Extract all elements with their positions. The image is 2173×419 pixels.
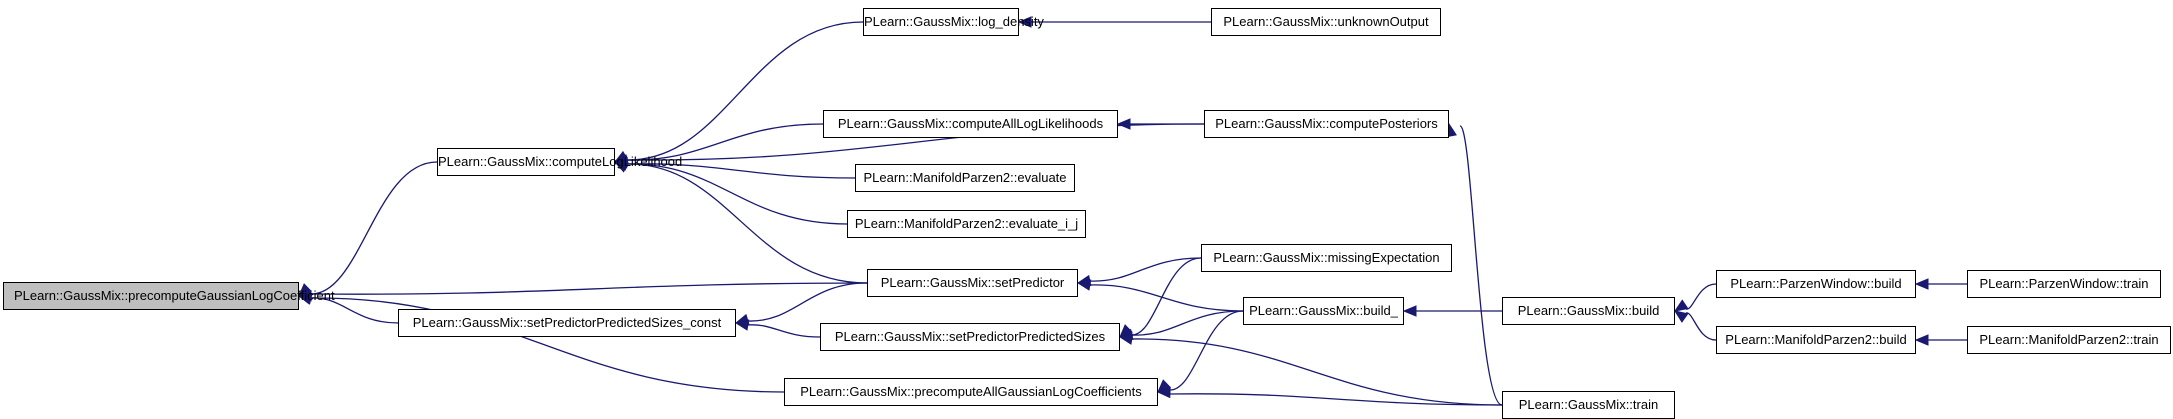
node-manifoldparzen2-evaluate[interactable]: PLearn::ManifoldParzen2::evaluate (855, 164, 1075, 192)
edge-mp2_evaluate_i_j-to-computeLogLikelihood (625, 163, 848, 225)
edge-build_-to-setPredictorPredictedSizes (1130, 310, 1244, 336)
node-missingExpectation[interactable]: PLearn::GaussMix::missingExpectation (1201, 244, 1452, 272)
edge-gm_train-to-precomputeAllGaussianLogCoefficients (1168, 393, 1503, 406)
node-gaussmix-build[interactable]: PLearn::GaussMix::build (1502, 297, 1675, 325)
arrowhead-gm_train-to-setPredictorPredictedSizes (1118, 333, 1134, 345)
arrowhead-setPredictor-to-computeLogLikelihood (613, 161, 629, 173)
edge-missingExpectation-to-setPredictorPredictedSizes (1130, 257, 1202, 336)
edge-gm_train-to-computePosteriors (1459, 125, 1503, 406)
edge-setPredictor-to-computeLogLikelihood (625, 163, 868, 284)
edge-setPredictor-to-setPredictorPredictedSizes_const (746, 282, 868, 322)
node-precomputeGaussianLogCoefficient: PLearn::GaussMix::precomputeGaussianLogC… (3, 282, 335, 310)
node-computeLogLikelihood[interactable]: PLearn::GaussMix::computeLogLikelihood (437, 148, 682, 176)
node-manifoldparzen2-evaluate-i-j[interactable]: PLearn::ManifoldParzen2::evaluate_i_j (847, 210, 1086, 238)
node-parzenwindow-train[interactable]: PLearn::ParzenWindow::train (1967, 270, 2161, 298)
edge-computeLogLikelihood-to-precomputeGaussianLogCoefficient (309, 161, 438, 295)
node-setPredictorPredictedSizes[interactable]: PLearn::GaussMix::setPredictorPredictedS… (820, 323, 1120, 351)
arrowhead-setPredictorPredictedSizes-to-setPredictorPredictedSizes_const (734, 319, 750, 331)
arrowhead-pw_build-to-gm_build (1673, 299, 1689, 312)
edge-precomputeAllGaussianLogCoefficients-to-precomputeGaussianLogCoefficient (309, 297, 785, 393)
node-setPredictorPredictedSizes-const[interactable]: PLearn::GaussMix::setPredictorPredictedS… (398, 309, 736, 337)
node-computeAllLogLikelihoods[interactable]: PLearn::GaussMix::computeAllLogLikelihoo… (823, 110, 1118, 138)
node-gaussmix-train[interactable]: PLearn::GaussMix::train (1502, 391, 1675, 419)
node-manifoldparzen2-train[interactable]: PLearn::ManifoldParzen2::train (1967, 326, 2171, 354)
arrowhead-mp2_train-to-mp2_build (1914, 334, 1929, 346)
edge-computeAllLogLikelihoods-to-computeLogLikelihood (625, 123, 824, 161)
edge-setPredictor-to-precomputeGaussianLogCoefficient (309, 282, 868, 295)
node-setPredictor[interactable]: PLearn::GaussMix::setPredictor (867, 269, 1078, 297)
arrowhead-pw_train-to-pw_build (1914, 278, 1929, 290)
arrowhead-computePosteriors-to-computeAllLogLikelihoods (1116, 118, 1131, 130)
arrowhead-mp2_build-to-gm_build (1673, 310, 1689, 323)
edge-pw_build-to-gm_build (1685, 283, 1717, 310)
node-manifoldparzen2-build[interactable]: PLearn::ManifoldParzen2::build (1716, 326, 1916, 354)
edge-build_-to-precomputeAllGaussianLogCoefficients (1168, 310, 1244, 391)
arrowhead-gm_train-to-precomputeAllGaussianLogCoefficients (1156, 386, 1171, 399)
node-parzenwindow-build[interactable]: PLearn::ParzenWindow::build (1716, 270, 1916, 298)
edge-mp2_build-to-gm_build (1685, 312, 1717, 341)
arrowhead-unknownOutput-to-log_density (1017, 16, 1032, 28)
edge-gm_train-to-setPredictorPredictedSizes (1130, 338, 1503, 406)
edge-setPredictorPredictedSizes-to-setPredictorPredictedSizes_const (746, 324, 821, 338)
edge-mp2_evaluate-to-computeLogLikelihood (625, 163, 856, 179)
node-computePosteriors[interactable]: PLearn::GaussMix::computePosteriors (1204, 110, 1449, 138)
node-precomputeAllGaussianLogCoefficients[interactable]: PLearn::GaussMix::precomputeAllGaussianL… (784, 378, 1158, 406)
arrowhead-precomputeAllGaussianLogCoefficients-to-precomputeGaussianLogCoefficient (297, 292, 313, 305)
node-unknownOutput[interactable]: PLearn::GaussMix::unknownOutput (1211, 8, 1441, 36)
arrowhead-build_-to-setPredictor (1076, 279, 1092, 291)
arrowhead-gm_build-to-build_ (1402, 305, 1417, 317)
node-gaussmix-build-underscore[interactable]: PLearn::GaussMix::build_ (1243, 297, 1404, 325)
edge-log_density-to-computeLogLikelihood (625, 21, 864, 161)
edge-missingExpectation-to-setPredictor (1088, 257, 1202, 282)
node-log-density[interactable]: PLearn::GaussMix::log_density (863, 8, 1044, 36)
